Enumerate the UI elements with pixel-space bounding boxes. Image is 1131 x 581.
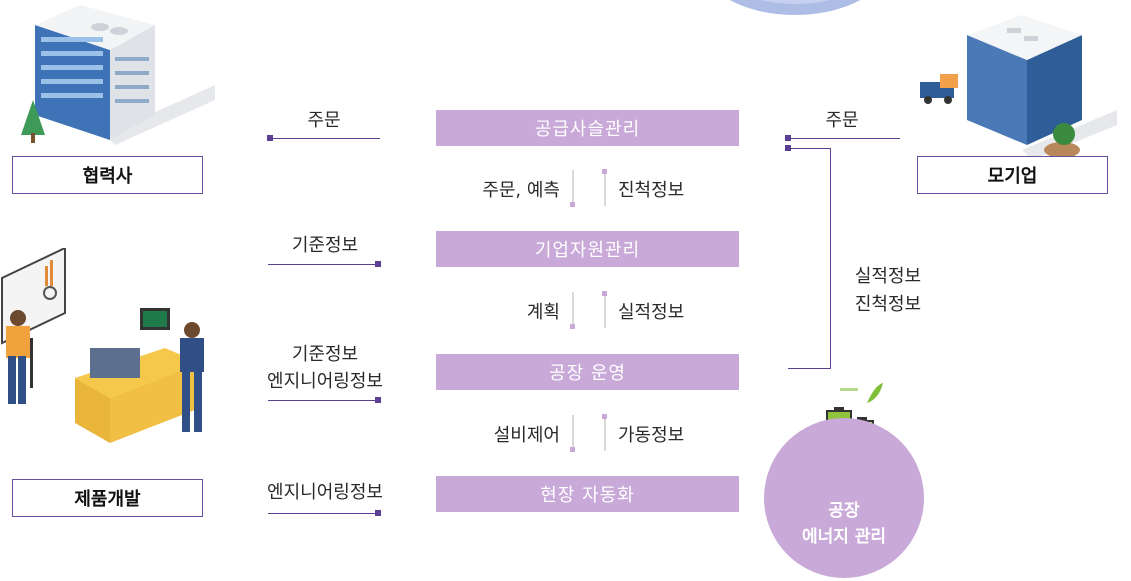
partner-building-icon bbox=[21, 5, 215, 145]
energy-line1: 공장 bbox=[828, 501, 860, 521]
product-development-label: 제품개발 bbox=[74, 489, 141, 510]
scm-label: 공급사슬관리 bbox=[534, 119, 641, 140]
left-engineering-arrow-dot-1 bbox=[375, 397, 381, 403]
left-engineering-line-2 bbox=[268, 513, 380, 514]
cloud-decoration bbox=[729, 0, 861, 15]
erp-bar: 기업자원관리 bbox=[436, 231, 739, 267]
product-development-box: 제품개발 bbox=[12, 479, 203, 517]
between-row2-left-label: 계획 bbox=[526, 302, 560, 323]
between-row2-right-label: 실적정보 bbox=[618, 302, 685, 323]
right-report-arrow-dot bbox=[785, 145, 791, 151]
between-row1-divider-right bbox=[604, 170, 606, 206]
energy-line2: 에너지 관리 bbox=[801, 527, 887, 547]
between-row1-left-label: 주문, 예측 bbox=[482, 180, 560, 201]
field-automation-bar: 현장 자동화 bbox=[436, 476, 739, 512]
right-report-line-bottom bbox=[788, 368, 831, 369]
between-row2-dot-right bbox=[602, 291, 607, 296]
between-row3-right-label: 가동정보 bbox=[618, 425, 685, 446]
between-row2-dot-left bbox=[570, 324, 575, 329]
parent-company-label: 모기업 bbox=[987, 166, 1038, 187]
partner-label: 협력사 bbox=[82, 166, 133, 187]
left-standard-info-label: 기준정보 bbox=[291, 235, 359, 256]
left-engineering-info-1-label: 엔지니어링정보 bbox=[267, 371, 383, 392]
erp-label: 기업자원관리 bbox=[534, 240, 641, 261]
field-automation-label: 현장 자동화 bbox=[540, 485, 635, 506]
left-standard-info-line bbox=[268, 264, 380, 265]
right-report-line-top bbox=[788, 148, 830, 149]
factory-operation-label: 공장 운영 bbox=[549, 363, 626, 384]
right-order-arrow-dot bbox=[785, 135, 791, 141]
between-row3-divider-right bbox=[604, 415, 606, 451]
left-engineering-info-2-label: 엔지니어링정보 bbox=[267, 482, 383, 503]
scm-bar: 공급사슬관리 bbox=[436, 110, 739, 146]
right-order-label: 주문 bbox=[825, 110, 859, 131]
parent-company-box: 모기업 bbox=[917, 156, 1108, 194]
energy-management-circle: 공장 에너지 관리 bbox=[764, 418, 924, 578]
factory-operation-bar: 공장 운영 bbox=[436, 354, 739, 390]
right-progress-label: 진척정보 bbox=[854, 294, 922, 315]
between-row3-divider-left bbox=[572, 415, 574, 451]
left-engineering-line-1 bbox=[268, 400, 380, 401]
left-order-line bbox=[270, 138, 380, 139]
right-order-line bbox=[788, 138, 900, 139]
right-report-line-vertical bbox=[830, 148, 831, 369]
between-row3-dot-right bbox=[602, 414, 607, 419]
product-development-illustration bbox=[1, 248, 204, 443]
left-standard-info-arrow-dot bbox=[375, 261, 381, 267]
right-performance-label: 실적정보 bbox=[854, 266, 922, 287]
left-engineering-arrow-dot-2 bbox=[375, 510, 381, 516]
parent-company-building-icon bbox=[920, 15, 1117, 160]
between-row1-divider-left bbox=[572, 170, 574, 206]
between-row3-dot-left bbox=[570, 447, 575, 452]
between-row1-dot-right bbox=[602, 169, 607, 174]
partner-box: 협력사 bbox=[12, 156, 203, 194]
left-order-label: 주문 bbox=[307, 110, 341, 131]
between-row1-dot-left bbox=[570, 202, 575, 207]
left-standard-info-2-label: 기준정보 bbox=[291, 344, 359, 365]
between-row2-divider-left bbox=[572, 292, 574, 328]
left-order-arrow-dot bbox=[267, 135, 273, 141]
between-row1-right-label: 진척정보 bbox=[618, 180, 685, 201]
between-row2-divider-right bbox=[604, 292, 606, 328]
between-row3-left-label: 설비제어 bbox=[493, 425, 560, 446]
